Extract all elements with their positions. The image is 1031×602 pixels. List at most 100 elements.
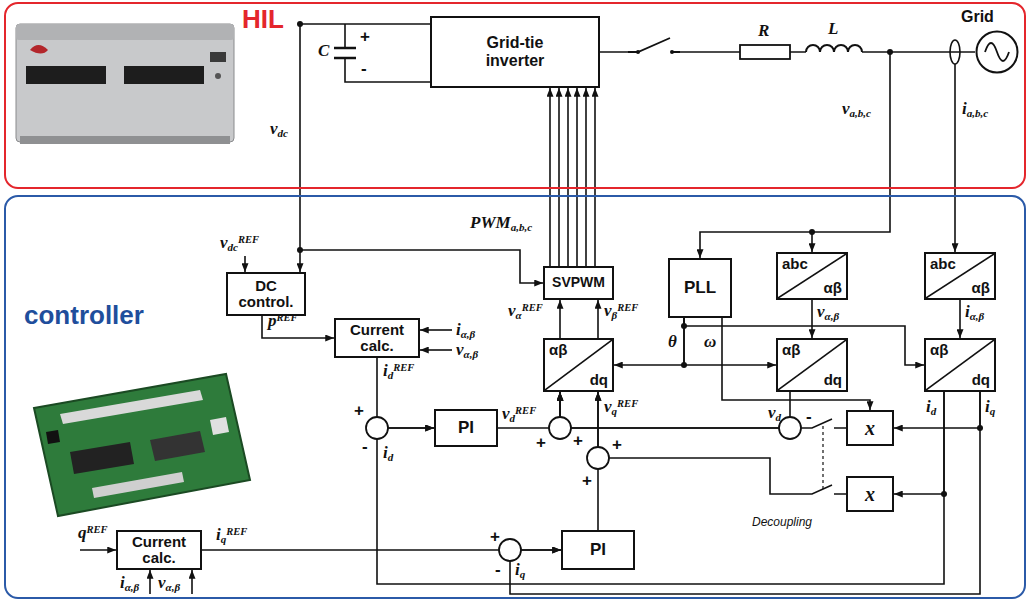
polarity-sign: -: [361, 60, 367, 77]
wires: [80, 24, 955, 594]
pcb-chip: [150, 431, 205, 461]
inductor-symbol: [806, 45, 862, 52]
pcb-part: [46, 430, 60, 444]
signal-arrow: [559, 300, 561, 338]
block-label: PLL: [684, 279, 716, 298]
signal-arrow: [560, 392, 790, 428]
pwm-wire: [558, 88, 560, 266]
signal-name: va,b,c: [842, 100, 871, 117]
dc-bus-wire: [300, 23, 430, 25]
pwm-wire: [585, 88, 587, 266]
controller-region: controllerSVPWMPLLabcαβabcαβDC control.C…: [4, 195, 1026, 599]
block-label: αβ: [782, 342, 800, 359]
polarity-sign: +: [360, 28, 370, 45]
signal-name: PWMa,b,c: [470, 214, 532, 231]
dc-control-block: DC control.: [226, 272, 306, 316]
signal-arrow: [597, 300, 599, 338]
pcb-part: [210, 417, 229, 435]
diagonal-line: [545, 340, 612, 390]
signal-name: vα,β: [456, 341, 478, 358]
sum-sign: +: [536, 434, 546, 451]
block-label: abc: [782, 256, 808, 273]
signal-arrow: [811, 300, 813, 338]
signal-input: [420, 349, 452, 351]
signal-name: vα,β: [158, 574, 180, 591]
signal-name: vαREF: [508, 302, 543, 319]
signal-name: id: [926, 398, 936, 415]
region-title: HIL: [242, 5, 284, 34]
source-circle: [977, 32, 1018, 73]
junction-dot: [681, 362, 687, 368]
sum-sign: +: [582, 472, 592, 489]
junction-dot: [681, 323, 687, 329]
pcb-chip: [70, 442, 134, 474]
grid-feeder-parts: [628, 38, 960, 64]
summing-junction: [587, 447, 609, 469]
pi-controller: PI: [434, 409, 498, 447]
signal-name: iqREF: [216, 526, 247, 543]
summing-junction: [779, 417, 801, 439]
block-label: αβ: [930, 342, 948, 359]
device-slot: [26, 66, 106, 84]
block-label: Current calc.: [336, 322, 418, 355]
park-transform: αβdq: [543, 338, 614, 392]
pwm-wire: [576, 88, 578, 266]
sum-sign: +: [354, 402, 364, 419]
grid-source: Grid: [975, 30, 1019, 74]
part-name: C: [318, 42, 329, 59]
signal-input: [420, 329, 452, 331]
park-transform: αβ dq: [924, 338, 996, 392]
signal-name: iq: [985, 398, 995, 415]
junction-dot: [297, 247, 303, 253]
sum-sign: -: [806, 408, 812, 425]
signal-input: [149, 570, 151, 594]
current-sensor: [950, 40, 960, 64]
group-note: Decoupling: [752, 516, 812, 528]
voltage-sense-wire: [700, 52, 890, 258]
device-base: [20, 136, 230, 144]
signal-arrow: [894, 392, 980, 428]
device-logo: [30, 45, 48, 54]
pwm-wire: [567, 88, 569, 266]
current-calc-block: Current calc.: [334, 318, 420, 358]
vdc-wire: [300, 250, 543, 283]
block-label: dq: [590, 372, 608, 389]
pcb-connector: [92, 472, 184, 498]
pll-block: PLL: [668, 258, 732, 318]
block-label: SVPWM: [552, 275, 605, 290]
signal-name: iα,β: [456, 321, 475, 338]
junction-dot: [809, 229, 815, 235]
signal-name: vdcREF: [220, 234, 259, 251]
multiplier-block: x: [846, 476, 894, 512]
sum-sign: -: [495, 561, 501, 578]
svpwm-block: SVPWM: [543, 266, 614, 300]
vdc-wire: [299, 24, 301, 272]
signal-arrow: [549, 88, 551, 266]
block-label: αβ: [972, 280, 990, 297]
reference-input: [244, 256, 246, 272]
hil-region: HIL Grid-tie inverter Grid: [4, 2, 1026, 189]
junction-dot: [297, 21, 303, 27]
dc-bus-wire: [345, 24, 430, 82]
sum-sign: +: [612, 436, 622, 453]
resistor-symbol: [740, 45, 790, 59]
signal-name: ω: [704, 333, 716, 350]
signal-name: ia,b,c: [962, 100, 988, 117]
signal-name: vα,β: [817, 303, 839, 320]
signal-name: pREF: [268, 312, 298, 329]
sine-wave: [985, 43, 1009, 61]
signal-arrow: [959, 300, 961, 338]
diagonal-line: [778, 254, 846, 298]
signal-arrow: [598, 392, 846, 494]
part-name: R: [758, 22, 769, 39]
signal-arrow: [377, 358, 434, 428]
block-label: dq: [972, 372, 990, 389]
switch-ground: [808, 420, 836, 434]
block-label: Grid-tie inverter: [462, 34, 568, 69]
switch-contact: [636, 50, 640, 54]
signal-input: [191, 570, 193, 594]
signal-arrow: [560, 392, 846, 428]
junction-dots: [297, 21, 983, 497]
switch-contact: [670, 50, 674, 54]
signal-name: iq: [515, 561, 525, 578]
